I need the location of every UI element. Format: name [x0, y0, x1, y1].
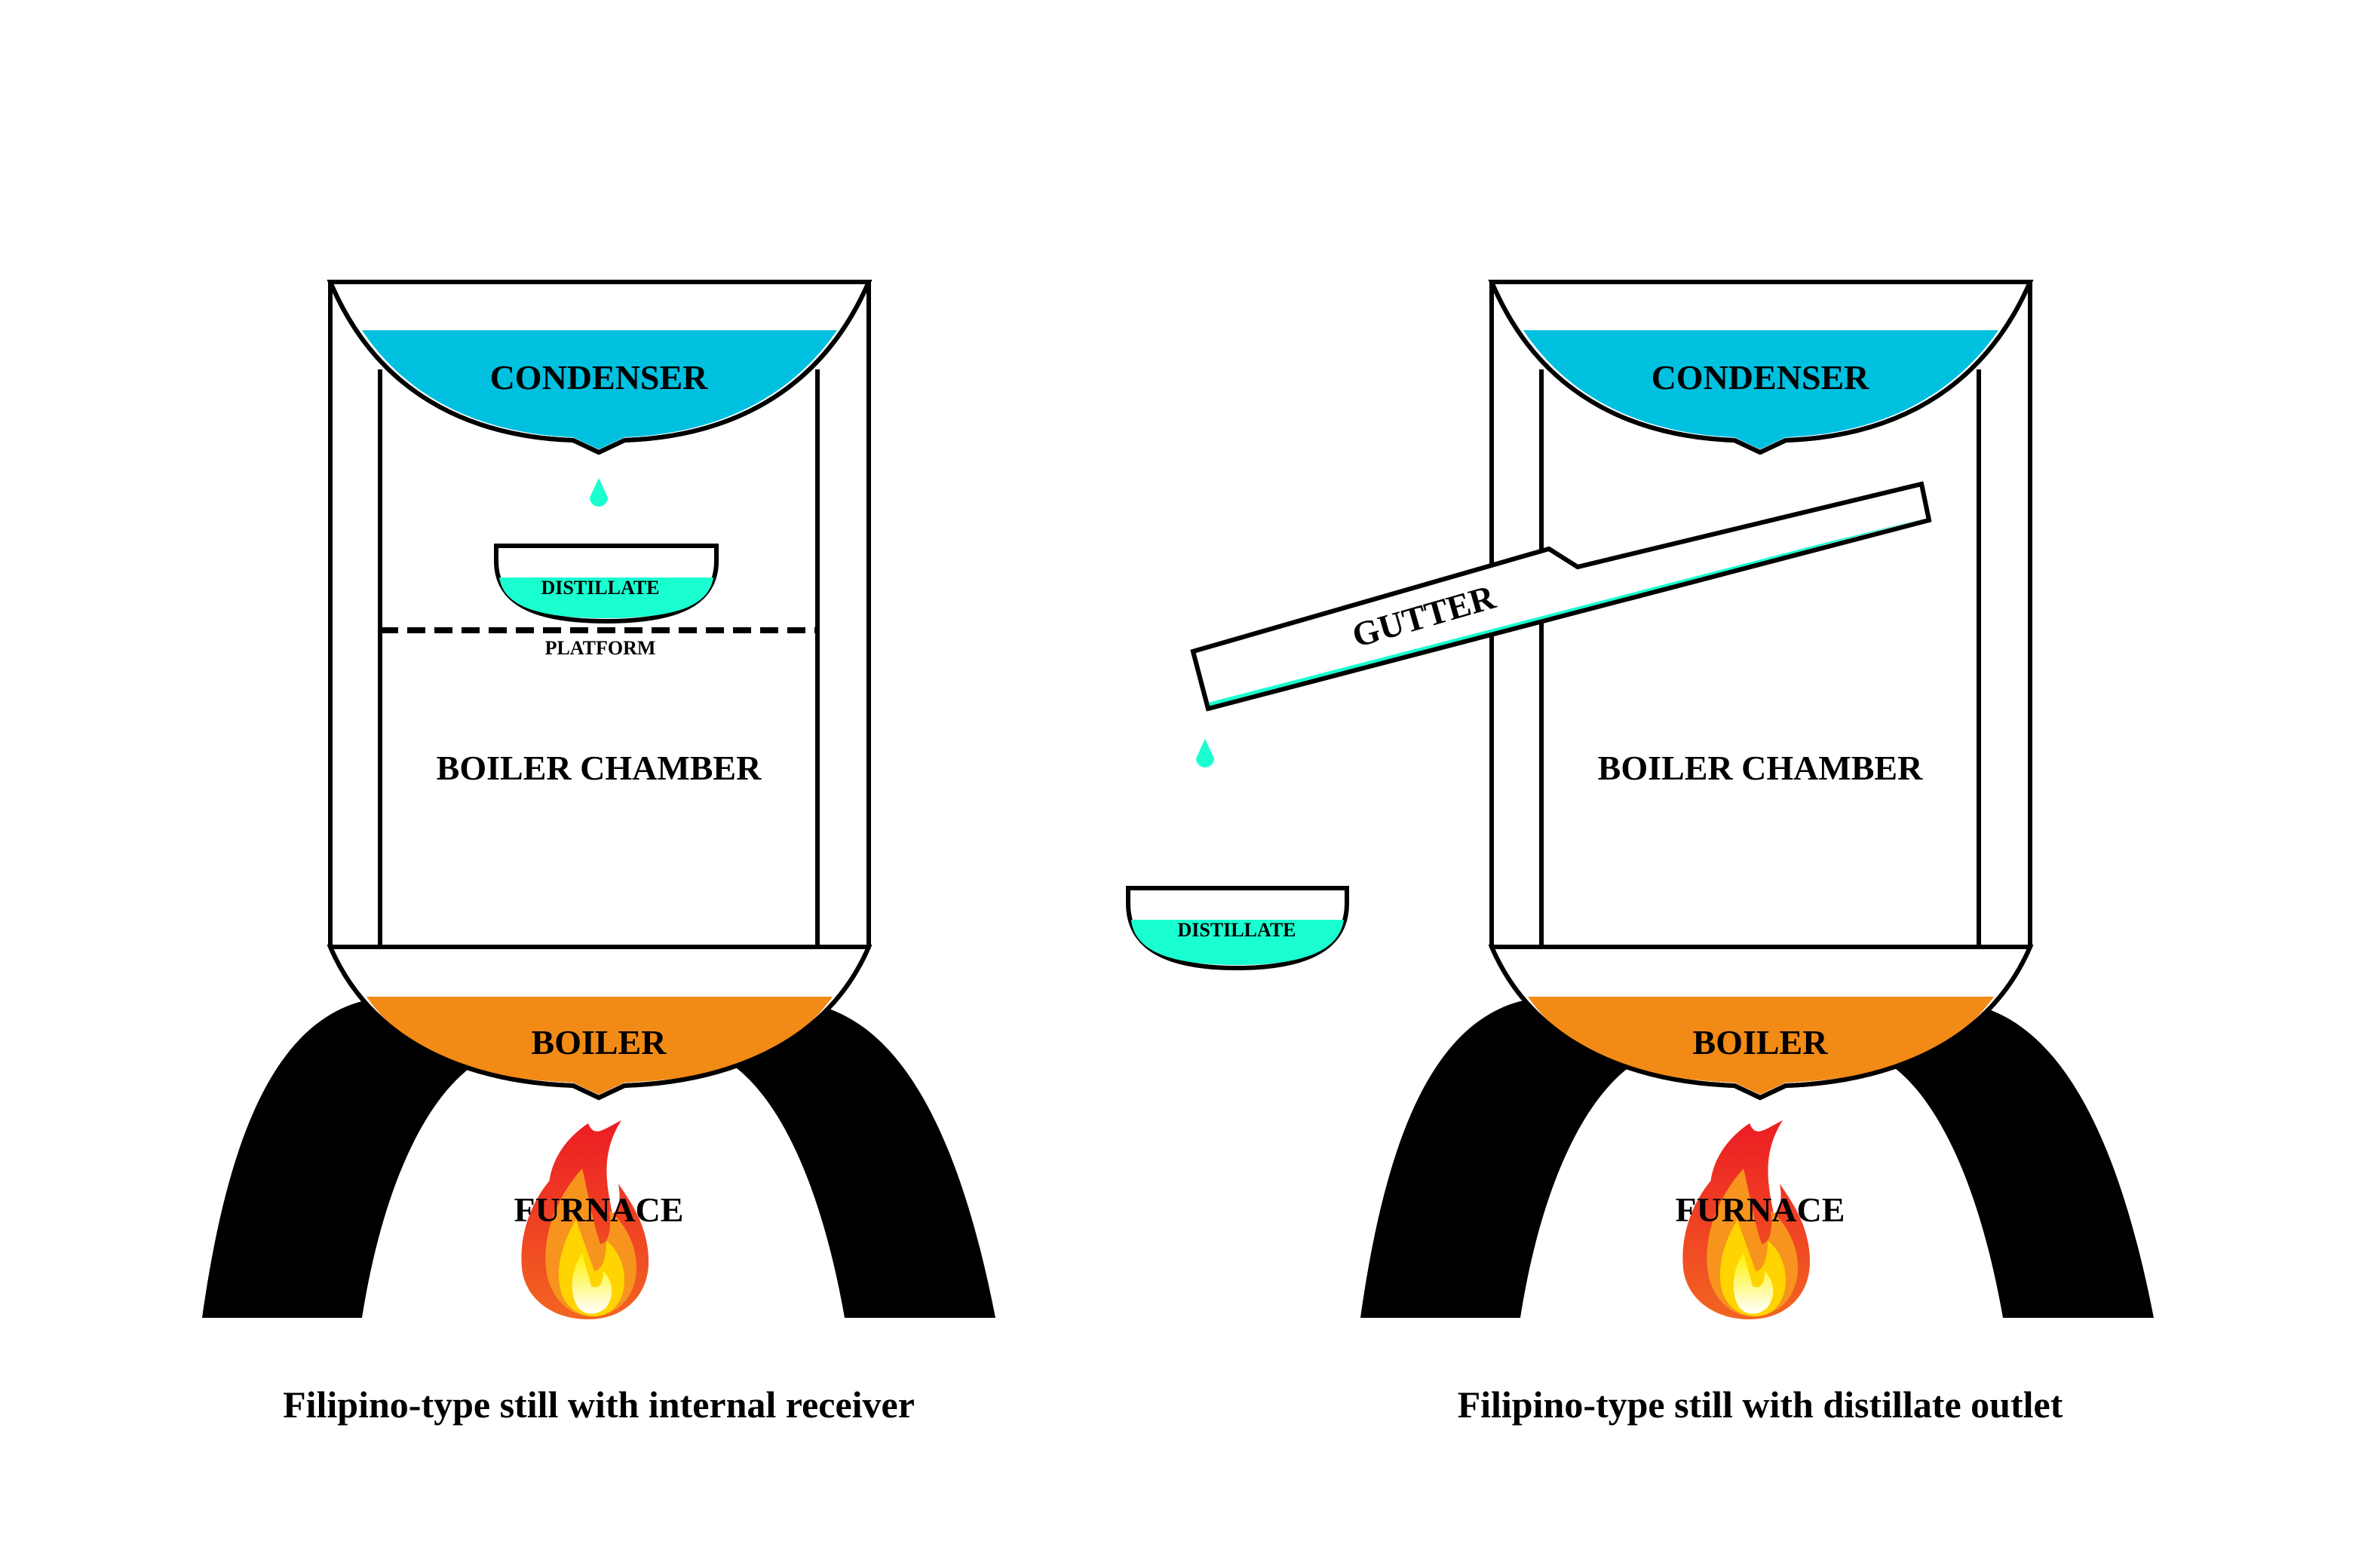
platform-label: PLATFORM [545, 637, 656, 659]
left-still: CONDENSER DISTILLATE PLATFORM BOILER CHA… [202, 280, 995, 1426]
boiler-label: BOILER [532, 1023, 667, 1062]
distillate-label: DISTILLATE [541, 577, 659, 599]
distillate-drop-icon [590, 478, 608, 507]
furnace-stand [1360, 1001, 2154, 1318]
boiler-chamber-label: BOILER CHAMBER [437, 749, 762, 787]
gutter [1190, 481, 1932, 712]
boiler-chamber-label: BOILER CHAMBER [1598, 749, 1923, 787]
right-still: CONDENSER GUTTER DISTILLATE BOILER CHAMB… [1126, 280, 2154, 1426]
furnace-label: FURNACE [1676, 1190, 1845, 1229]
condenser-label: CONDENSER [490, 358, 709, 397]
receiver-distillate [499, 577, 713, 618]
furnace-stand [202, 1001, 995, 1318]
furnace-label: FURNACE [514, 1190, 684, 1229]
distillate-label: DISTILLATE [1177, 919, 1296, 941]
left-caption: Filipino-type still with internal receiv… [283, 1383, 915, 1426]
condenser-water [362, 330, 837, 449]
right-caption: Filipino-type still with distillate outl… [1458, 1383, 2063, 1426]
receiver-distillate [1131, 920, 1344, 965]
condenser-water [1523, 330, 1998, 449]
distillate-drop-icon [1196, 739, 1214, 767]
boiler-label: BOILER [1693, 1023, 1829, 1062]
condenser-label: CONDENSER [1652, 358, 1870, 397]
